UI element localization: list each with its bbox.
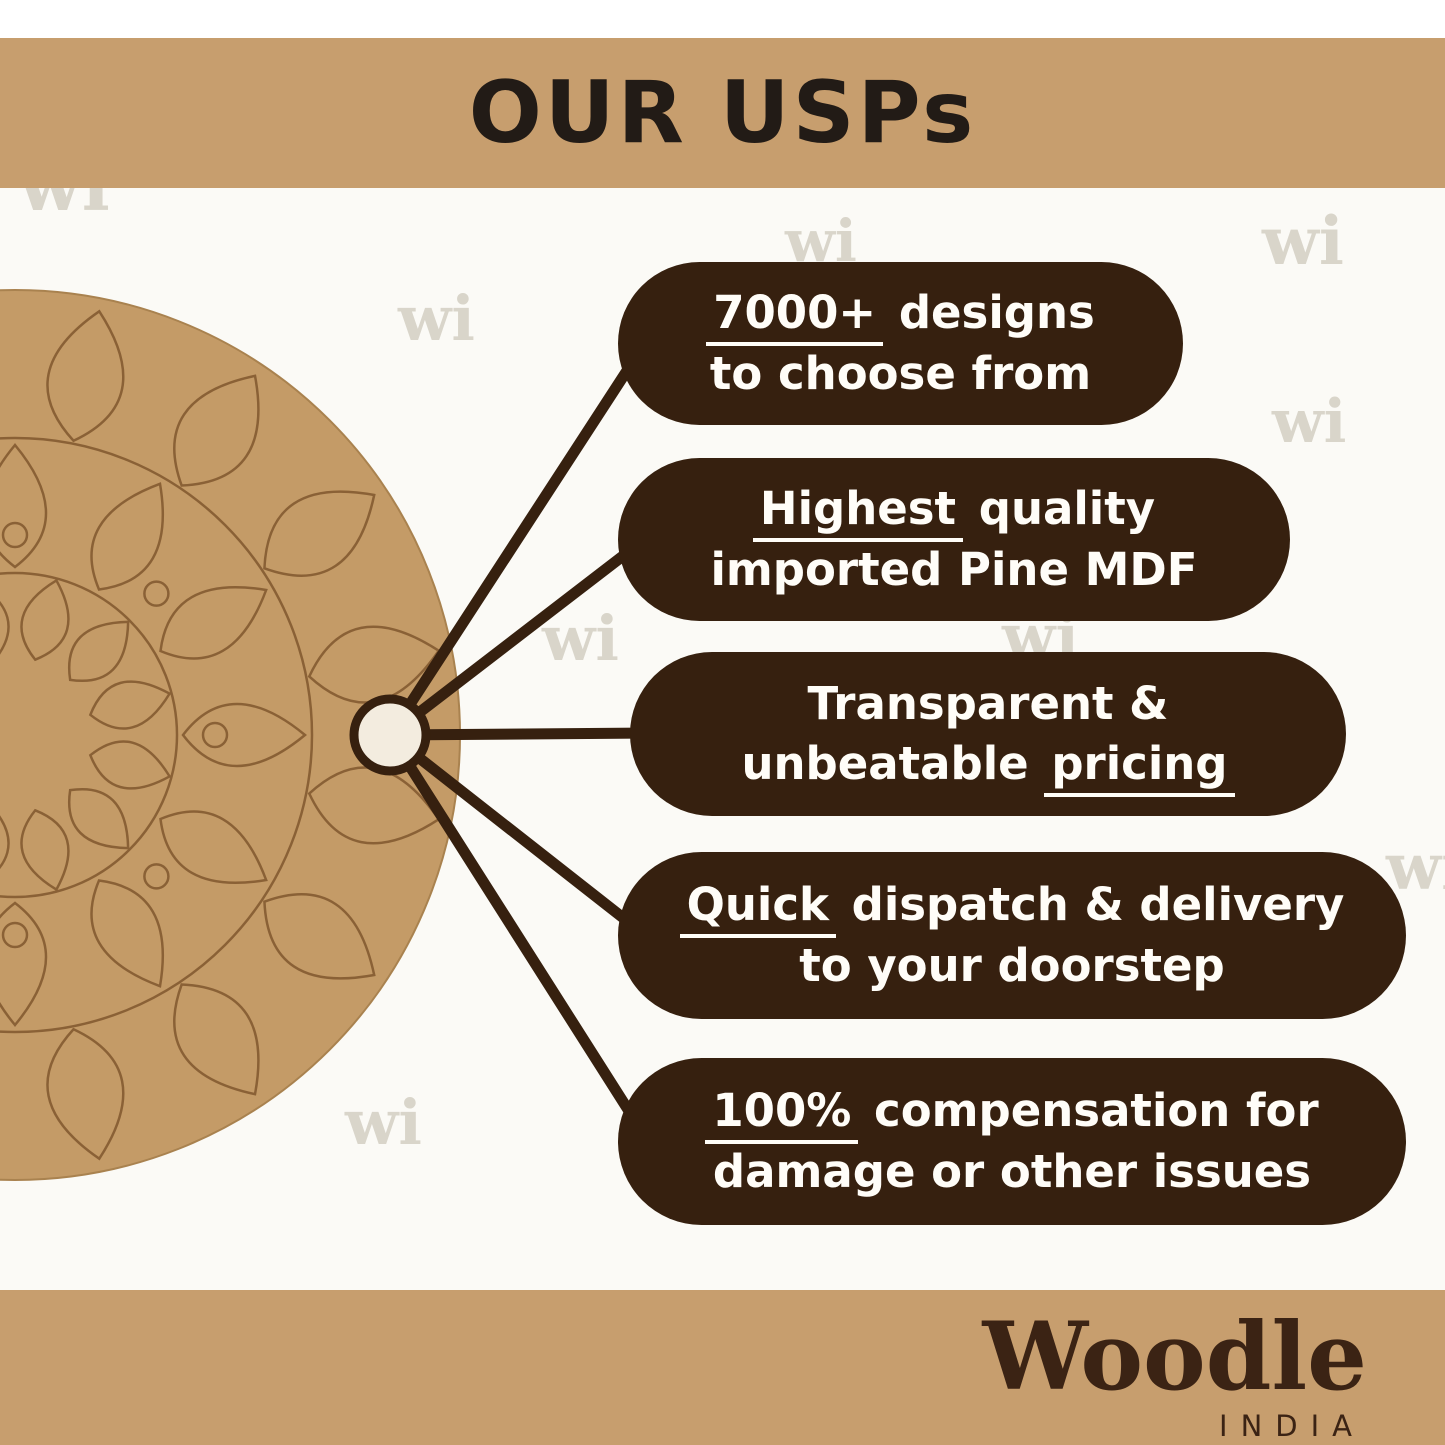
usp-pill-pricing: Transparent & unbeatable pricing (630, 652, 1346, 816)
wi-watermark: wi (785, 207, 857, 275)
usp-text-segment: to your doorstep (799, 938, 1225, 992)
header-band: OUR USPs (0, 38, 1445, 188)
wi-watermark: wi (542, 602, 619, 675)
usp-text-segment: unbeatable (741, 737, 1029, 790)
usp-pill-quality: Highest quality imported Pine MDF (618, 458, 1290, 621)
usp-line: Highest quality (752, 479, 1156, 543)
wi-watermark: wi (345, 1086, 422, 1159)
wi-watermark: wi (1386, 830, 1445, 905)
brand-region: INDIA (1219, 1408, 1365, 1443)
usp-line: unbeatable pricing (741, 734, 1235, 797)
usp-line: imported Pine MDF (710, 540, 1197, 600)
usp-text-underlined: Quick (679, 878, 836, 939)
usp-text-segment: damage or other issues (712, 1144, 1312, 1198)
usp-line: 7000+ designs (706, 283, 1095, 347)
brand-logo: Woodle INDIA (982, 1308, 1367, 1443)
wi-watermark: wi (1272, 387, 1347, 457)
usp-line: Transparent & (808, 674, 1169, 734)
usp-text-segment: quality (978, 482, 1156, 536)
page-title: OUR USPs (468, 63, 977, 163)
usp-text-segment: to choose from (709, 346, 1092, 400)
usp-text-underlined: 7000+ (706, 286, 884, 347)
usp-pill-compensation: 100% compensation for damage or other is… (618, 1058, 1406, 1225)
usp-pill-designs: 7000+ designs to choose from (618, 262, 1183, 425)
usp-text-segment: imported Pine MDF (710, 542, 1198, 596)
usp-text-segment: designs (898, 286, 1095, 340)
usp-line: to choose from (710, 344, 1091, 404)
wi-watermark: wi (1262, 202, 1344, 280)
usp-text-segment: dispatch & delivery (851, 878, 1345, 932)
usp-pill-dispatch: Quick dispatch & delivery to your doorst… (618, 852, 1406, 1019)
usp-line: 100% compensation for (705, 1081, 1319, 1145)
usp-line: damage or other issues (713, 1142, 1311, 1202)
usp-text-segment: Transparent & (807, 676, 1169, 730)
usp-text-underlined: pricing (1044, 737, 1235, 797)
wi-watermark: wi (398, 282, 475, 355)
usp-line: to your doorstep (799, 936, 1225, 996)
usp-text-segment: compensation for (874, 1084, 1319, 1138)
brand-name: Woodle (982, 1302, 1367, 1412)
footer-band (0, 1290, 1445, 1445)
usp-text-underlined: 100% (705, 1084, 859, 1145)
usp-line: Quick dispatch & delivery (679, 875, 1345, 939)
usp-text-underlined: Highest (752, 482, 964, 543)
